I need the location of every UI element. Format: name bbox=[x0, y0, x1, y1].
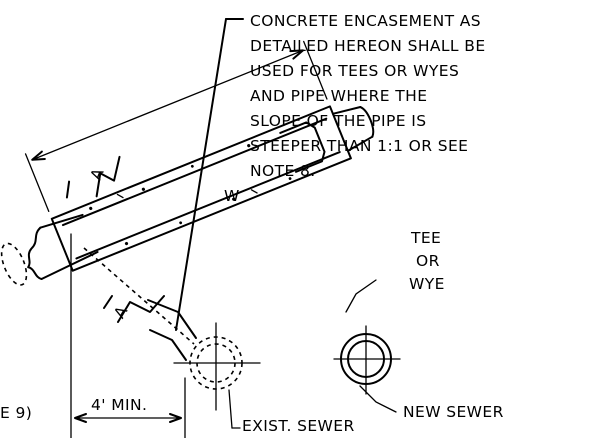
note-line-2: DETAILED HEREON SHALL BE bbox=[250, 37, 486, 55]
upstream-pipe bbox=[0, 213, 99, 286]
concrete-encasement bbox=[50, 105, 352, 272]
note-leader bbox=[175, 18, 244, 331]
note-line-4: AND PIPE WHERE THE bbox=[250, 87, 427, 105]
encasement-note: CONCRETE ENCASEMENT AS DETAILED HEREON S… bbox=[250, 12, 486, 180]
note-line-3: USED FOR TEES OR WYES bbox=[250, 62, 459, 80]
tee-label: TEE bbox=[410, 229, 441, 247]
left-note-label: E 9) bbox=[0, 404, 32, 422]
dimension-w-label: W bbox=[224, 187, 240, 205]
existing-sewer-label: EXIST. SEWER bbox=[242, 417, 355, 435]
dimension-w bbox=[24, 40, 328, 212]
wye-label: WYE bbox=[409, 275, 445, 293]
note-line-6: STEEPER THAN 1:1 OR SEE bbox=[250, 137, 468, 155]
or-label: OR bbox=[416, 252, 440, 270]
section-mark-top: A bbox=[87, 166, 108, 183]
tee-wye-leader bbox=[345, 279, 377, 313]
new-sewer bbox=[333, 325, 401, 413]
existing-sewer bbox=[173, 322, 261, 429]
note-line-5: SLOPE OF THE PIPE IS bbox=[250, 112, 426, 130]
new-sewer-label: NEW SEWER bbox=[403, 403, 504, 421]
sloped-pipe-assembly bbox=[0, 40, 375, 286]
branch-pipe bbox=[83, 247, 197, 361]
note-line-1: CONCRETE ENCASEMENT AS bbox=[250, 12, 481, 30]
downstream-pipe bbox=[331, 106, 375, 152]
min-distance-label: 4' MIN. bbox=[91, 396, 147, 414]
note-line-7: NOTE 8. bbox=[250, 162, 316, 180]
section-cut-top bbox=[65, 155, 121, 199]
min-distance-dimension bbox=[70, 233, 186, 438]
